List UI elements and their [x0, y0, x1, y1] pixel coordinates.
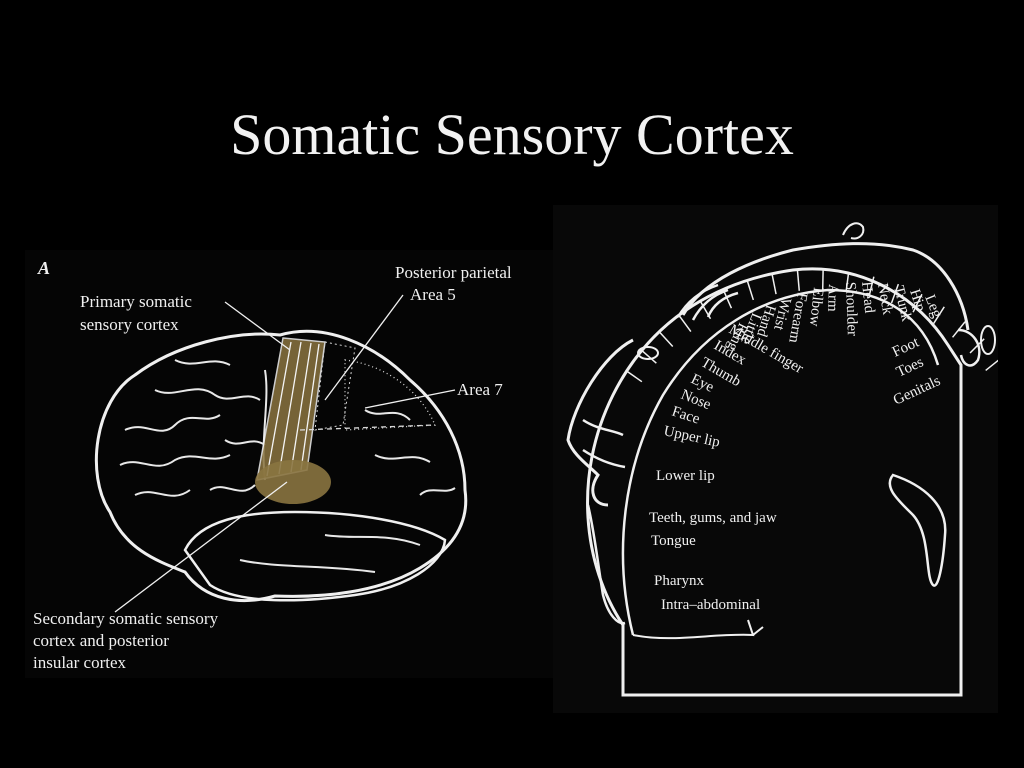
label-neck: Neck — [874, 282, 895, 316]
homunculus-figure-panel: Leg Hip Trunk Neck Head Shoulder Arm Elb… — [553, 205, 998, 713]
label-wrist: Wrist — [770, 296, 794, 332]
area-boundary-dashed — [299, 424, 436, 431]
primary-label-line2: sensory cortex — [80, 315, 179, 334]
region-tick — [868, 276, 875, 297]
brain-figure-panel: A Primary somatic sensory cortex Posteri… — [25, 250, 553, 678]
slide-title: Somatic Sensory Cortex — [230, 102, 794, 167]
region-tick — [746, 280, 755, 301]
homunculus-face — [566, 338, 634, 507]
ventricle-shape — [888, 473, 947, 587]
region-ticks — [625, 270, 998, 383]
label-arm: Arm — [824, 284, 841, 312]
region-tick — [912, 293, 923, 313]
cortex-section-outline — [586, 267, 963, 697]
region-tick — [722, 289, 733, 309]
area-7-region — [344, 359, 436, 431]
label-intra-abdominal: Intra–abdominal — [661, 597, 760, 613]
white-matter-tract — [632, 619, 764, 640]
label-teeth-gums-jaw: Teeth, gums, and jaw — [649, 510, 777, 526]
homunculus-head-top — [842, 222, 865, 240]
region-tick — [845, 271, 850, 292]
area7-label: Area 7 — [457, 380, 503, 399]
secondary-label-line2: cortex and posterior — [33, 631, 169, 650]
region-tick — [932, 306, 945, 325]
leader-lines — [114, 294, 456, 613]
posterior-parietal-label: Posterior parietal — [395, 263, 512, 282]
region-tick — [985, 359, 998, 372]
region-tick — [678, 315, 692, 333]
homunculus-diagram: Leg Hip Trunk Neck Head Shoulder Arm Elb… — [566, 222, 998, 697]
region-tick — [796, 270, 801, 291]
inner-cortex-arc — [621, 288, 940, 636]
homunculus-arm-hand — [681, 242, 970, 331]
primary-label-line1: Primary somatic — [80, 292, 192, 311]
region-tick — [625, 369, 643, 383]
region-tick — [890, 283, 900, 304]
brain-outline — [94, 329, 468, 602]
temporal-lobe-outline — [183, 510, 447, 602]
homunculus-jaw-tongue — [586, 504, 626, 625]
strip-hatching — [266, 341, 320, 477]
primary-somatosensory-strip — [256, 337, 326, 481]
label-hip: Hip — [906, 287, 928, 313]
label-shoulder: Shoulder — [842, 282, 860, 337]
label-elbow: Elbow — [806, 287, 826, 328]
homunculus-eye — [637, 346, 659, 360]
homunculus-lips — [582, 418, 626, 469]
brain-diagram: A Primary somatic sensory cortex Posteri… — [33, 258, 512, 672]
region-tick — [640, 349, 657, 364]
secondary-label-line3: insular cortex — [33, 653, 126, 672]
label-tongue: Tongue — [651, 533, 696, 549]
secondary-label-line1: Secondary somatic sensory — [33, 609, 219, 628]
label-upper-lip: Upper lip — [662, 423, 721, 451]
label-head: Head — [858, 281, 877, 315]
area-5-region — [314, 341, 356, 431]
region-tick — [699, 301, 712, 320]
label-lower-lip: Lower lip — [656, 468, 715, 484]
panel-letter: A — [37, 258, 50, 278]
region-tick — [771, 274, 777, 295]
homunculus-foot — [957, 328, 981, 367]
homunculus-genitals — [980, 325, 996, 355]
label-pharynx: Pharynx — [654, 573, 704, 589]
region-tick — [969, 338, 985, 354]
region-tick — [951, 321, 966, 338]
region-tick — [658, 331, 674, 347]
area5-label: Area 5 — [410, 285, 456, 304]
secondary-somatosensory-region — [255, 460, 331, 504]
